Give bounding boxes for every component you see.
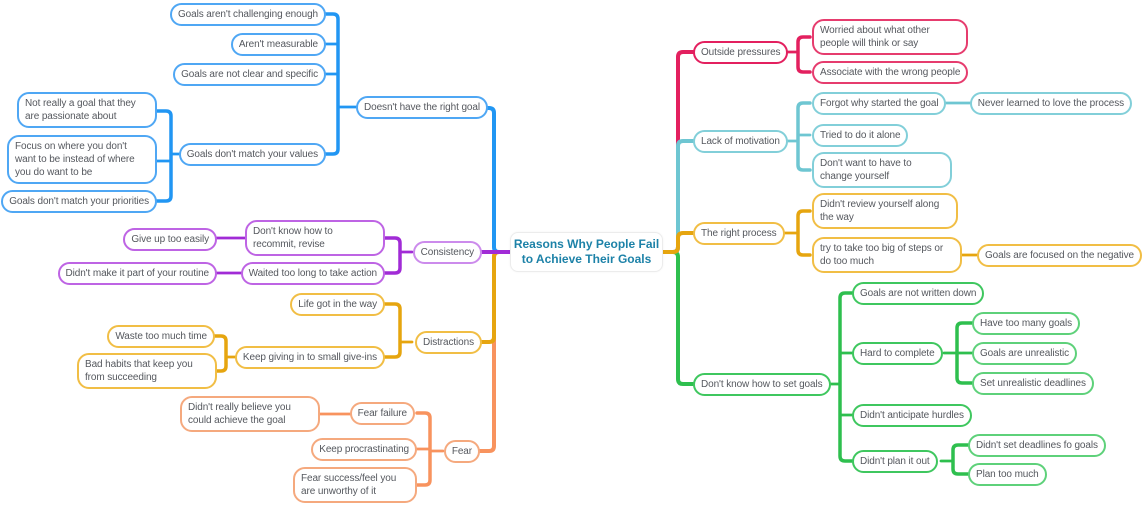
connector-gold-trunk xyxy=(383,302,402,359)
connector-cyan-trunk xyxy=(796,101,812,172)
connector-center-to-setgoals xyxy=(658,250,695,386)
node-goals-dont-match-your-values[interactable]: Goals don't match your values xyxy=(178,143,326,166)
node-didnt-plan-it-out[interactable]: Didn't plan it out xyxy=(852,450,938,473)
connector-red-trunk xyxy=(796,35,812,74)
node-waited-too-long-to-take-action[interactable]: Waited too long to take action xyxy=(240,262,385,285)
node-didnt-really-believe[interactable]: Didn't really believe you could achieve … xyxy=(180,396,320,432)
node-goals-dont-match-your-priorities[interactable]: Goals don't match your priorities xyxy=(1,190,157,213)
node-dont-want-to-change-yourself[interactable]: Don't want to have to change yourself xyxy=(812,152,952,188)
connector-green-sub-trunk2 xyxy=(951,443,970,476)
node-goals-are-not-written-down[interactable]: Goals are not written down xyxy=(852,282,985,305)
node-hard-to-complete[interactable]: Hard to complete xyxy=(852,342,943,365)
node-lack-of-motivation[interactable]: Lack of motivation xyxy=(693,130,788,153)
connector-gold-right-trunk xyxy=(796,209,812,257)
connector-rightgoal-to-center xyxy=(479,106,514,254)
node-associate-with-wrong-people[interactable]: Associate with the wrong people xyxy=(812,61,969,84)
node-focus-on-where-you-dont-want-to-be[interactable]: Focus on where you don't want to be inst… xyxy=(7,135,157,184)
connector-blue-top-trunk xyxy=(324,12,340,156)
node-goals-are-not-clear-and-specific[interactable]: Goals are not clear and specific xyxy=(173,63,326,86)
node-keep-giving-in-to-small-give-ins[interactable]: Keep giving in to small give-ins xyxy=(234,346,385,369)
connector-distractions-to-center xyxy=(480,250,514,344)
connector-center-to-process xyxy=(658,231,695,254)
node-center-topic[interactable]: Reasons Why People Fail to Achieve Their… xyxy=(510,232,663,272)
node-arent-measurable[interactable]: Aren't measurable xyxy=(230,33,326,56)
node-didnt-make-it-part-of-your-routine[interactable]: Didn't make it part of your routine xyxy=(57,262,217,285)
node-dont-know-how-to-recommit[interactable]: Don't know how to recommit, revise xyxy=(245,220,385,256)
node-goals-are-unrealistic[interactable]: Goals are unrealistic xyxy=(972,342,1078,365)
connector-purple-trunk xyxy=(383,236,402,275)
node-fear-failure[interactable]: Fear failure xyxy=(349,402,415,425)
node-forgot-why-started-the-goal[interactable]: Forgot why started the goal xyxy=(812,92,947,115)
node-plan-too-much[interactable]: Plan too much xyxy=(968,463,1047,486)
node-bad-habits[interactable]: Bad habits that keep you from succeeding xyxy=(77,353,217,389)
node-worried-what-others-think[interactable]: Worried about what other people will thi… xyxy=(812,19,968,55)
node-goals-focused-on-negative[interactable]: Goals are focused on the negative xyxy=(976,244,1142,267)
node-outside-pressures[interactable]: Outside pressures xyxy=(693,41,789,64)
node-never-learned-to-love-the-process[interactable]: Never learned to love the process xyxy=(969,92,1132,115)
node-doesnt-have-the-right-goal[interactable]: Doesn't have the right goal xyxy=(356,96,488,119)
node-set-unrealistic-deadlines[interactable]: Set unrealistic deadlines xyxy=(972,372,1094,395)
node-the-right-process[interactable]: The right process xyxy=(693,222,785,245)
node-try-too-big-of-steps[interactable]: try to take too big of steps or do too m… xyxy=(812,237,962,273)
node-waste-too-much-time[interactable]: Waste too much time xyxy=(107,325,215,348)
node-keep-procrastinating[interactable]: Keep procrastinating xyxy=(311,438,417,461)
node-didnt-review-yourself[interactable]: Didn't review yourself along the way xyxy=(812,193,958,229)
connector-green-trunk xyxy=(838,291,854,463)
node-dont-know-how-to-set-goals[interactable]: Don't know how to set goals xyxy=(693,373,831,396)
node-fear[interactable]: Fear xyxy=(443,440,480,463)
node-tried-to-do-it-alone[interactable]: Tried to do it alone xyxy=(812,124,909,147)
node-not-really-a-goal[interactable]: Not really a goal that they are passiona… xyxy=(17,92,157,128)
node-didnt-anticipate-hurdles[interactable]: Didn't anticipate hurdles xyxy=(852,404,972,427)
node-didnt-set-deadlines-fo-goals[interactable]: Didn't set deadlines fo goals xyxy=(968,434,1106,457)
connector-gold-sub-trunk xyxy=(213,334,228,373)
node-have-too-many-goals[interactable]: Have too many goals xyxy=(972,312,1081,335)
node-distractions[interactable]: Distractions xyxy=(414,331,482,354)
connector-blue-sub-trunk xyxy=(155,109,173,203)
node-life-got-in-the-way[interactable]: Life got in the way xyxy=(290,293,385,316)
node-consistency[interactable]: Consistency xyxy=(412,241,482,264)
node-fear-success[interactable]: Fear success/feel you are unworthy of it xyxy=(293,467,417,503)
node-give-up-too-easily[interactable]: Give up too easily xyxy=(123,228,217,251)
node-goals-arent-challenging-enough[interactable]: Goals aren't challenging enough xyxy=(169,3,326,26)
